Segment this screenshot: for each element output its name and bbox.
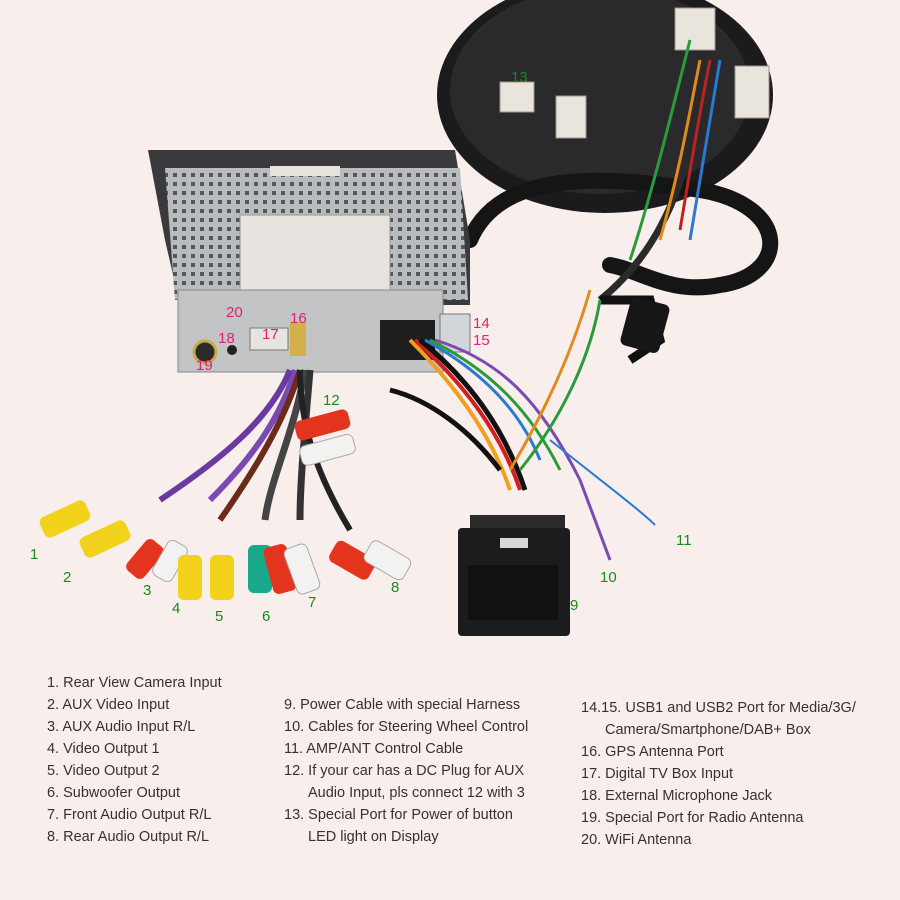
legend-column-2: 9. Power Cable with special Harness 10. … xyxy=(284,694,528,848)
legend-item: 6. Subwoofer Output xyxy=(47,785,180,801)
callout-10: 10 xyxy=(600,569,617,586)
callout-12: 12 xyxy=(323,392,340,409)
black-harness-loop xyxy=(462,172,779,296)
callout-13: 13 xyxy=(511,69,528,86)
legend-item-continuation: Camera/Smartphone/DAB+ Box xyxy=(605,722,811,738)
legend-item: 3. AUX Audio Input R/L xyxy=(47,719,196,735)
legend-item: 20. WiFi Antenna xyxy=(581,832,692,848)
legend-item: 4. Video Output 1 xyxy=(47,741,160,757)
callout-18: 18 xyxy=(218,330,235,347)
callout-3: 3 xyxy=(143,582,152,599)
legend-column-3: 14.15. USB1 and USB2 Port for Media/3G/ … xyxy=(581,697,856,851)
display-unit xyxy=(437,0,773,213)
callout-2: 2 xyxy=(63,569,72,586)
legend-item: 8. Rear Audio Output R/L xyxy=(47,829,210,845)
callout-11: 11 xyxy=(676,532,692,549)
callout-8: 8 xyxy=(391,579,400,596)
callout-5: 5 xyxy=(215,608,224,625)
legend-item: 12. If your car has a DC Plug for AUX xyxy=(284,763,525,779)
legend-item: 14.15. USB1 and USB2 Port for Media/3G/ xyxy=(581,700,856,716)
callout-1: 1 xyxy=(30,546,39,563)
legend-item: 19. Special Port for Radio Antenna xyxy=(581,810,804,826)
callout-15: 15 xyxy=(473,332,490,349)
rca-connectors xyxy=(39,409,412,600)
callout-7: 7 xyxy=(308,594,317,611)
legend-item: 11. AMP/ANT Control Cable xyxy=(284,741,464,757)
legend-item: 10. Cables for Steering Wheel Control xyxy=(284,719,529,735)
legend-item: 5. Video Output 2 xyxy=(47,763,160,779)
legend-item: 18. External Microphone Jack xyxy=(581,788,773,804)
power-connector xyxy=(458,515,570,636)
legend-item: 7. Front Audio Output R/L xyxy=(47,807,212,823)
legend-item: 1. Rear View Camera Input xyxy=(47,675,222,691)
callout-19: 19 xyxy=(196,357,213,374)
legend-item: 2. AUX Video Input xyxy=(47,697,170,713)
callout-20: 20 xyxy=(226,304,243,321)
callout-9: 9 xyxy=(570,597,579,614)
callout-6: 6 xyxy=(262,608,271,625)
callout-16: 16 xyxy=(290,310,307,327)
legend-item: 13. Special Port for Power of button xyxy=(284,807,513,823)
head-unit xyxy=(148,150,471,373)
legend-item: 16. GPS Antenna Port xyxy=(581,744,724,760)
legend-item-continuation: Audio Input, pls connect 12 with 3 xyxy=(308,785,525,801)
legend-item: 17. Digital TV Box Input xyxy=(581,766,734,782)
callout-14: 14 xyxy=(473,315,490,332)
legend-item-continuation: LED light on Display xyxy=(308,829,439,845)
callout-4: 4 xyxy=(172,600,181,617)
legend-column-1: 1. Rear View Camera Input 2. AUX Video I… xyxy=(47,672,222,848)
callout-17: 17 xyxy=(262,326,279,343)
legend-item: 9. Power Cable with special Harness xyxy=(284,697,521,713)
wiring-photo xyxy=(39,0,779,636)
